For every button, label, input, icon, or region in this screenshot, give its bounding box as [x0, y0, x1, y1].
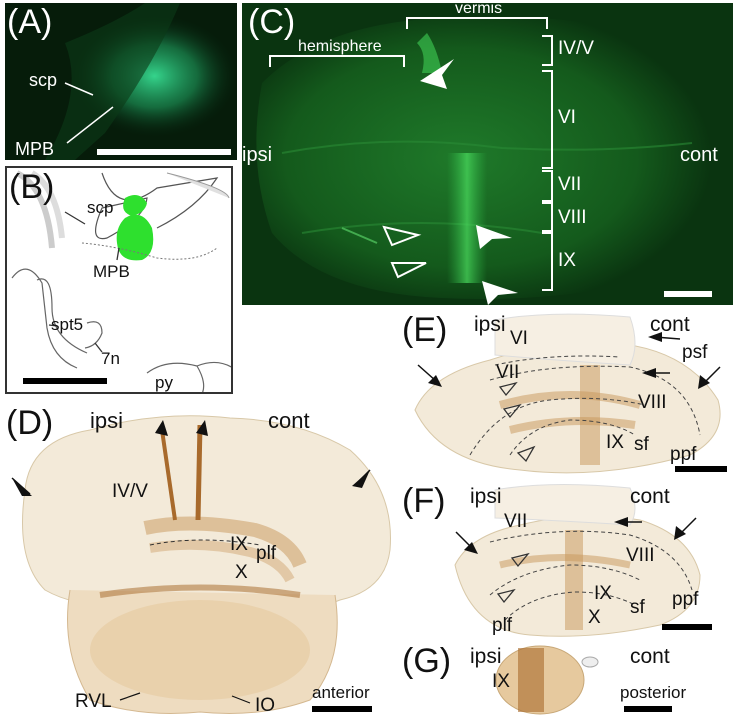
panel-c-brackets-and-arrows	[269, 17, 553, 305]
viii-label: VIII	[626, 545, 655, 566]
ppf-label: ppf	[672, 589, 699, 610]
panel-a-fluorescence-micrograph: (A) scp MPB	[5, 3, 237, 160]
spt5-label: spt5	[51, 315, 84, 334]
panel-e-section: (E) ipsi VI cont psf VII VIII IX sf ppf	[400, 305, 738, 480]
panel-b-schematic: (B) scp MPB spt5 7n py	[5, 166, 233, 394]
hemisphere-label: hemisphere	[298, 38, 382, 55]
panel-f-scale-bar	[662, 624, 712, 630]
lobule-ix-label: IX	[558, 250, 576, 271]
panel-b-scale-bar	[23, 378, 107, 384]
vermis-label: vermis	[455, 3, 503, 17]
lobule-iv-v-label: IV/V	[558, 38, 594, 59]
ipsi-label: ipsi	[470, 645, 502, 668]
panel-a-letter: (A)	[7, 3, 53, 41]
panel-d-letter: (D)	[6, 404, 54, 442]
iv-v-label: IV/V	[112, 481, 148, 502]
panel-c-image	[242, 3, 733, 305]
cont-label: cont	[650, 313, 690, 336]
cont-label: cont	[630, 485, 670, 508]
anterior-label: anterior	[312, 683, 370, 702]
ix-label: IX	[606, 432, 624, 453]
panel-g-section: (G) ipsi cont IX posterior	[400, 640, 738, 718]
panel-f-section: (F) ipsi cont VII VIII IX sf ppf plf X	[400, 480, 738, 640]
vi-label: VI	[510, 328, 528, 349]
posterior-label: posterior	[620, 683, 687, 702]
plf-label: plf	[492, 615, 513, 636]
ipsi-label: ipsi	[470, 485, 502, 508]
mpb-label: MPB	[15, 139, 55, 159]
ix-label: IX	[230, 534, 248, 555]
panel-f-letter: (F)	[402, 482, 446, 520]
panel-b-outline-drawing	[11, 170, 231, 392]
7n-label: 7n	[101, 349, 120, 368]
py-label: py	[155, 373, 173, 392]
x-label: X	[588, 607, 601, 628]
cont-label: cont	[630, 645, 670, 668]
ppf-label: ppf	[670, 444, 697, 465]
panel-a-pointer-lines	[64, 82, 114, 144]
vii-label: VII	[504, 511, 528, 532]
cont-label: cont	[680, 144, 718, 166]
panel-c-scale-bar	[664, 291, 712, 297]
ipsi-label: ipsi	[90, 408, 124, 433]
sf-label: sf	[630, 597, 645, 618]
panel-a-scale-bar	[97, 149, 231, 155]
panel-e-image	[414, 313, 721, 474]
panel-c-whole-cerebellum-fluorescence: (C) vermis hemisphere ipsi cont IV/V VI …	[242, 3, 733, 305]
cont-label: cont	[268, 408, 310, 433]
panel-c-letter: (C)	[248, 3, 296, 41]
panel-g-image	[495, 645, 599, 715]
lobule-vii-label: VII	[558, 174, 582, 195]
lobule-viii-label: VIII	[558, 207, 587, 228]
rvl-label: RVL	[75, 691, 112, 712]
panel-e-scale-bar	[675, 466, 727, 472]
plf-label: plf	[256, 543, 277, 564]
ipsi-label: ipsi	[242, 144, 273, 166]
panel-d-image	[11, 415, 391, 714]
panel-e-letter: (E)	[402, 311, 448, 349]
lobule-vi-label: VI	[558, 107, 576, 128]
x-label: X	[235, 562, 248, 583]
io-label: IO	[255, 695, 276, 716]
sf-label: sf	[634, 434, 649, 455]
panel-g-letter: (G)	[402, 642, 452, 680]
ipsi-label: ipsi	[474, 313, 506, 336]
psf-label: psf	[682, 342, 708, 363]
vii-label: VII	[496, 362, 520, 383]
ix-label: IX	[492, 671, 510, 692]
scp-label: scp	[29, 70, 58, 90]
viii-label: VIII	[638, 392, 667, 413]
scp-label: scp	[87, 198, 114, 217]
panel-b-letter: (B)	[9, 168, 55, 206]
panel-d-scale-bar	[312, 706, 372, 712]
panel-d-coronal-section: (D) ipsi cont IV/V IX plf X RVL IO anter…	[0, 400, 400, 718]
ix-label: IX	[594, 583, 612, 604]
mpb-label: MPB	[93, 262, 130, 281]
panel-a-image	[5, 3, 237, 160]
panel-f-image	[454, 483, 701, 637]
panel-g-scale-bar	[624, 706, 672, 712]
